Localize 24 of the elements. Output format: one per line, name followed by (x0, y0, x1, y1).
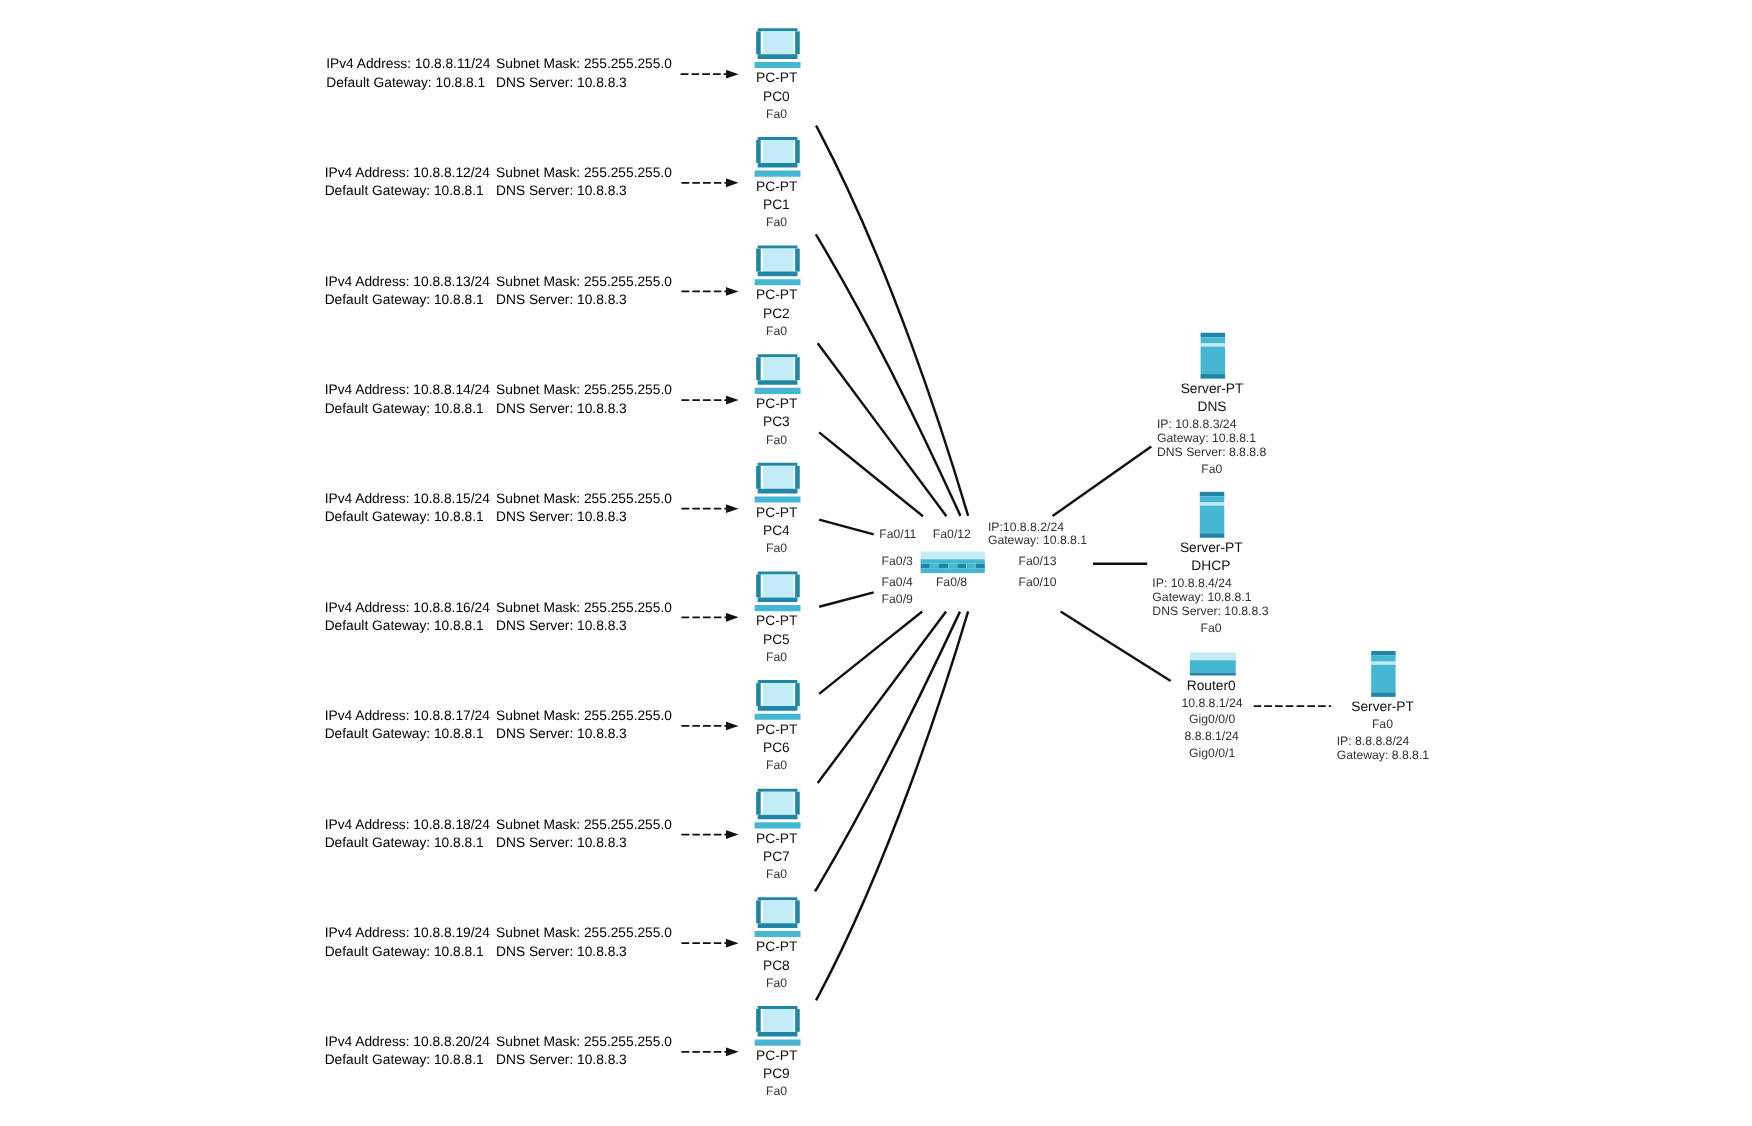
connector (813, 233, 961, 517)
arrow (679, 612, 738, 622)
connector (815, 342, 947, 517)
connector (812, 611, 961, 893)
connector (813, 611, 969, 1001)
connector (817, 518, 874, 536)
arrow (679, 830, 738, 839)
connector (1050, 445, 1151, 518)
connector (1058, 610, 1171, 682)
connector (817, 431, 923, 518)
connector (1251, 705, 1331, 707)
arrow (679, 504, 738, 514)
arrow (679, 1047, 738, 1057)
arrow (679, 395, 738, 405)
connector (817, 610, 922, 695)
arrow (679, 178, 738, 188)
arrow (679, 938, 738, 948)
connector (813, 125, 969, 517)
connector (817, 591, 874, 608)
connector (1092, 562, 1147, 565)
connector (815, 610, 947, 784)
arrow (679, 721, 738, 731)
arrow (678, 69, 738, 79)
arrow (679, 287, 738, 296)
